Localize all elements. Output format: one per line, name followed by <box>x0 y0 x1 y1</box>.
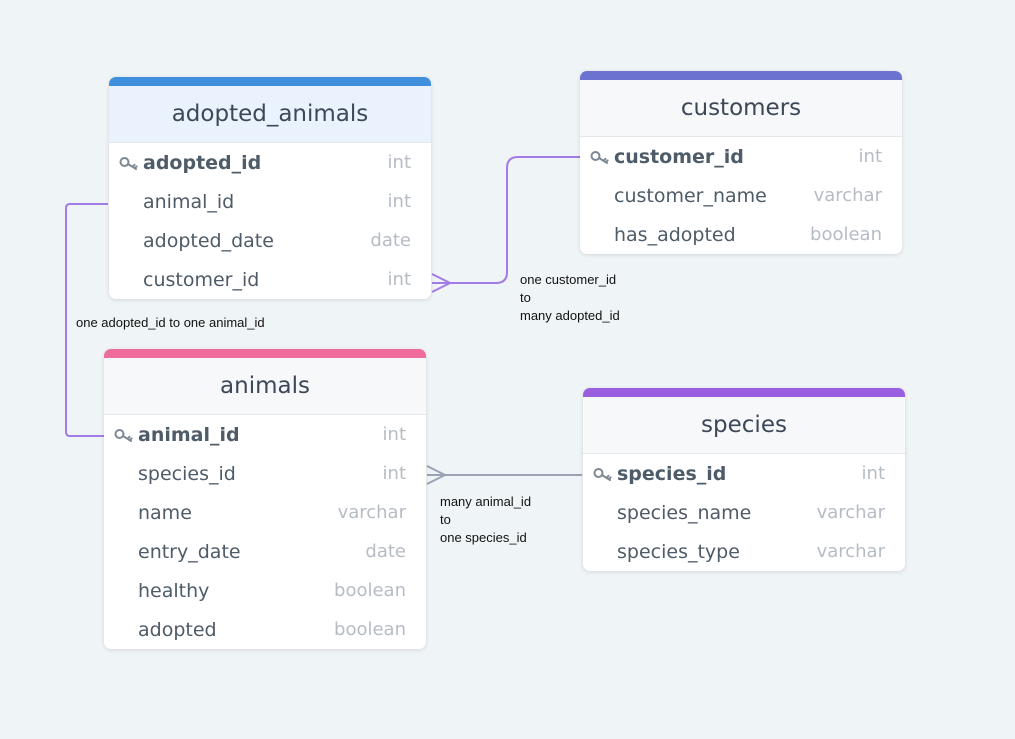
field-row-customer-name[interactable]: customer_name varchar <box>580 176 902 215</box>
field-spacer <box>114 464 138 484</box>
field-name: animal_id <box>143 190 235 213</box>
field-type: date <box>370 230 411 251</box>
relation-label-line: to <box>520 290 531 305</box>
field-name: customer_name <box>614 184 767 207</box>
field-type: varchar <box>816 502 885 523</box>
primary-key-icon <box>119 153 143 173</box>
relation-label-customers-adopted: one customer_id to many adopted_id <box>520 271 620 325</box>
field-name: entry_date <box>138 540 241 563</box>
primary-key-icon <box>590 147 614 167</box>
table-title[interactable]: animals <box>104 358 426 415</box>
field-name: healthy <box>138 579 210 602</box>
crowfoot-many-adopted-customer <box>431 273 453 293</box>
field-row-name[interactable]: name varchar <box>104 493 426 532</box>
field-type: int <box>861 463 885 484</box>
field-spacer <box>593 503 617 523</box>
relation-line-customers-adopted[interactable] <box>432 156 580 284</box>
field-type: int <box>387 152 411 173</box>
relation-label-line: many animal_id <box>440 494 532 509</box>
field-type: boolean <box>810 224 882 245</box>
key-icon-svg <box>119 156 138 170</box>
field-spacer <box>114 542 138 562</box>
table-customers[interactable]: customers customer_id int customer_name var… <box>580 71 902 254</box>
field-row-customer-id[interactable]: customer_id int <box>109 260 431 299</box>
table-title[interactable]: species <box>583 397 905 454</box>
field-row-animal-id[interactable]: animal_id int <box>104 415 426 454</box>
field-spacer <box>119 270 143 290</box>
key-icon-svg <box>114 428 133 442</box>
field-row-has-adopted[interactable]: has_adopted boolean <box>580 215 902 254</box>
field-spacer <box>114 581 138 601</box>
field-name: animal_id <box>138 423 240 446</box>
primary-key-icon <box>114 425 138 445</box>
field-type: varchar <box>813 185 882 206</box>
relation-label-line: many adopted_id <box>520 308 620 323</box>
field-row-species-id[interactable]: species_id int <box>583 454 905 493</box>
field-name: species_id <box>138 462 236 485</box>
field-type: int <box>858 146 882 167</box>
table-title[interactable]: customers <box>580 80 902 137</box>
crowfoot-many-animals-species <box>426 465 448 485</box>
primary-key-icon <box>593 464 617 484</box>
field-row-healthy[interactable]: healthy boolean <box>104 571 426 610</box>
field-type: varchar <box>337 502 406 523</box>
field-name: adopted_date <box>143 229 274 252</box>
field-name: species_name <box>617 501 752 524</box>
field-spacer <box>119 192 143 212</box>
field-name: species_type <box>617 540 740 563</box>
relation-label-line: one species_id <box>440 530 527 545</box>
field-name: has_adopted <box>614 223 736 246</box>
table-color-bar <box>104 349 426 358</box>
field-type: boolean <box>334 619 406 640</box>
field-name: adopted <box>138 618 217 641</box>
field-name: species_id <box>617 462 727 485</box>
field-name: customer_id <box>614 145 744 168</box>
field-row-adopted-date[interactable]: adopted_date date <box>109 221 431 260</box>
field-spacer <box>590 225 614 245</box>
field-spacer <box>590 186 614 206</box>
relation-label-line: to <box>440 512 451 527</box>
field-name: adopted_id <box>143 151 262 174</box>
key-icon-svg <box>590 150 609 164</box>
field-row-adopted[interactable]: adopted boolean <box>104 610 426 649</box>
field-row-species-id[interactable]: species_id int <box>104 454 426 493</box>
field-row-adopted-id[interactable]: adopted_id int <box>109 143 431 182</box>
relation-label-line: one adopted_id to one animal_id <box>76 315 265 330</box>
field-row-species-type[interactable]: species_type varchar <box>583 532 905 571</box>
relation-label-animals-species: many animal_id to one species_id <box>440 493 531 547</box>
field-spacer <box>114 620 138 640</box>
table-color-bar <box>580 71 902 80</box>
field-row-customer-id[interactable]: customer_id int <box>580 137 902 176</box>
field-type: boolean <box>334 580 406 601</box>
table-color-bar <box>583 388 905 397</box>
field-row-species-name[interactable]: species_name varchar <box>583 493 905 532</box>
field-name: name <box>138 501 192 524</box>
field-type: int <box>387 191 411 212</box>
field-type: int <box>387 269 411 290</box>
relation-label-line: one customer_id <box>520 272 617 287</box>
field-row-animal-id[interactable]: animal_id int <box>109 182 431 221</box>
field-spacer <box>114 503 138 523</box>
relation-label-adopted-animals: one adopted_id to one animal_id <box>76 314 265 332</box>
table-title[interactable]: adopted_animals <box>109 86 431 143</box>
key-icon-svg <box>593 467 612 481</box>
table-color-bar <box>109 77 431 86</box>
field-type: varchar <box>816 541 885 562</box>
field-spacer <box>119 231 143 251</box>
field-name: customer_id <box>143 268 260 291</box>
field-type: date <box>365 541 406 562</box>
field-type: int <box>382 424 406 445</box>
field-spacer <box>593 542 617 562</box>
field-type: int <box>382 463 406 484</box>
field-row-entry-date[interactable]: entry_date date <box>104 532 426 571</box>
